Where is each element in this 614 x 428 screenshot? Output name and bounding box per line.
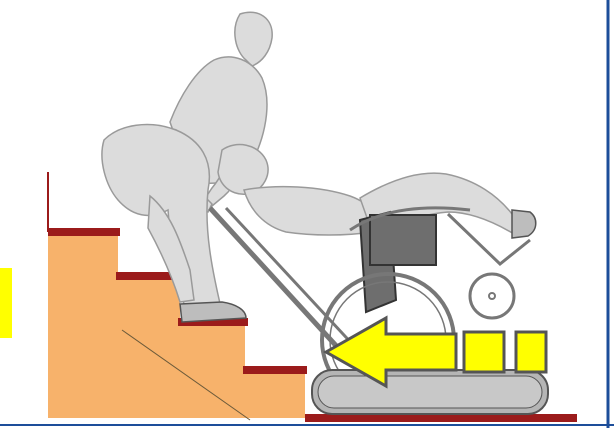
step-tread-1 (48, 228, 120, 236)
occupant-head (218, 145, 268, 195)
front-caster-hub (489, 293, 495, 299)
side-tab (0, 268, 12, 338)
seat-panel (370, 215, 436, 265)
track-belt (318, 376, 542, 408)
crawler-track (312, 370, 548, 414)
occupant-body (244, 187, 377, 235)
front-caster (470, 274, 514, 318)
assistant-shoe (180, 302, 246, 322)
arrow-block-2 (516, 332, 546, 372)
step-tread-4 (243, 366, 307, 374)
floor-landing (305, 414, 577, 422)
assistant-head (235, 12, 272, 66)
occupant-shoe (512, 210, 536, 238)
arrow-block-1 (464, 332, 504, 372)
